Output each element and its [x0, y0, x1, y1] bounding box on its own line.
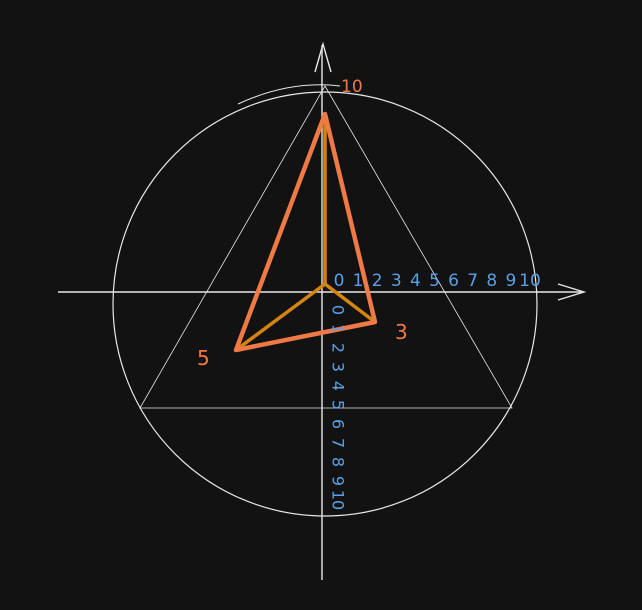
h-tick-label: 4 [410, 271, 421, 291]
value-label-right: 3 [395, 320, 408, 344]
v-tick-label: 0 [329, 305, 348, 315]
v-tick-label: 5 [329, 400, 348, 410]
h-tick-label: 9 [505, 271, 516, 291]
horizontal-axis-arrowhead [557, 283, 587, 301]
v-tick-label: 4 [329, 381, 348, 391]
spoke-left [234, 282, 327, 352]
v-tick-label: 9 [329, 476, 348, 486]
v-tick-label: 2 [329, 343, 348, 353]
v-tick-label: 3 [329, 362, 348, 372]
vertical-scale: 0 1 2 3 4 5 6 7 8 9 10 [329, 305, 348, 510]
h-tick-label: 6 [448, 271, 459, 291]
axes [58, 41, 587, 580]
vertical-axis-arrowhead [314, 41, 332, 73]
h-tick-label: 2 [372, 271, 383, 291]
h-tick-label: 1 [353, 271, 364, 291]
value-triangle [233, 111, 378, 353]
outer-circle [112, 91, 538, 517]
h-tick-label: 7 [467, 271, 478, 291]
value-label-left: 5 [197, 346, 210, 370]
v-tick-label: 10 [329, 490, 348, 510]
h-tick-label: 10 [519, 271, 541, 291]
h-tick-label: 5 [429, 271, 440, 291]
h-tick-label: 8 [486, 271, 497, 291]
v-tick-label: 1 [329, 324, 348, 334]
guide-triangle [139, 85, 513, 409]
value-label-top: 10 [341, 77, 363, 97]
spoke-right [323, 282, 377, 324]
circle-overstroke [237, 84, 341, 105]
v-tick-label: 7 [329, 438, 348, 448]
v-tick-label: 8 [329, 457, 348, 467]
h-tick-label: 3 [391, 271, 402, 291]
v-tick-label: 6 [329, 419, 348, 429]
h-tick-label: 0 [334, 271, 345, 291]
value-spokes [234, 112, 377, 352]
